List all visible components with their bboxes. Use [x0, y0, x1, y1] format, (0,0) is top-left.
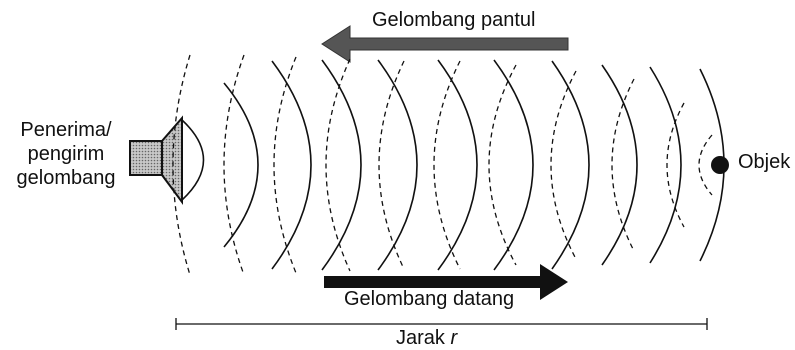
incident-wavefront-9 — [649, 66, 682, 264]
incident-wave-label: Gelombang datang — [344, 288, 515, 310]
reflected-wavefront-3 — [273, 56, 297, 274]
distance-symbol: r — [450, 327, 458, 349]
distance-marker — [175, 318, 708, 330]
transceiver-label-line-2: pengirim — [27, 143, 105, 165]
incident-wavefront-6 — [493, 59, 534, 271]
transceiver-label-line-3: gelombang — [16, 167, 116, 189]
incident-wavefront-7 — [551, 60, 590, 270]
reflected-wavefront-9 — [611, 78, 635, 252]
distance-label-text: Jarak — [396, 327, 445, 349]
reflected-wavefront-6 — [433, 60, 461, 270]
reflected-wavefront-1 — [172, 54, 191, 276]
incident-wavefront-3 — [321, 59, 362, 271]
distance-label: Jarak r — [396, 326, 457, 350]
transceiver-speaker-icon — [129, 115, 205, 206]
reflected-wave-arrow — [321, 25, 569, 63]
reflected-wavefront-2 — [223, 54, 245, 276]
reflected-wavefront-11 — [698, 134, 713, 196]
incident-wavefront-1 — [223, 82, 259, 248]
reflected-wavefront-8 — [550, 70, 577, 260]
transceiver-label: Penerima/ pengirim gelombang — [6, 118, 126, 190]
reflected-wavefront-5 — [378, 60, 405, 270]
wavefronts — [172, 54, 725, 276]
incident-wavefront-5 — [437, 59, 478, 271]
incident-wave-arrow — [324, 264, 568, 300]
reflected-wavefront-4 — [325, 58, 351, 272]
transceiver-label-line-1: Penerima/ — [20, 119, 112, 141]
object-label: Objek — [738, 151, 791, 173]
reflected-wavefront-10 — [666, 102, 685, 228]
reflected-wavefront-7 — [488, 64, 517, 266]
incident-wavefront-2 — [271, 60, 312, 270]
incident-wavefront-8 — [601, 64, 638, 266]
reflected-wave-label: Gelombang pantul — [372, 9, 536, 31]
object-dot — [711, 156, 729, 174]
incident-wavefront-4 — [377, 59, 418, 271]
